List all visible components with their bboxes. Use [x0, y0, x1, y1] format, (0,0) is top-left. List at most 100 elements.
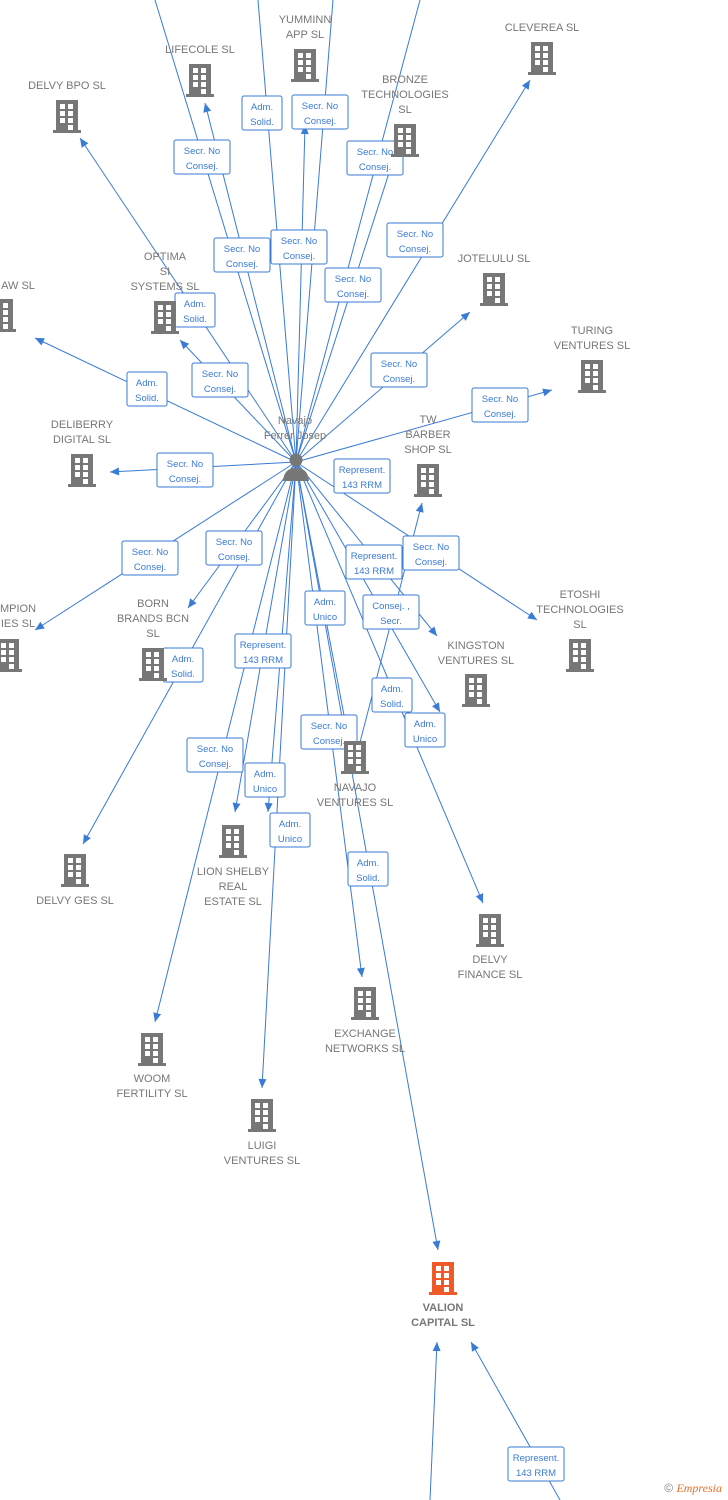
company-name: JOTELULU SL: [458, 253, 531, 265]
role-text: Secr. No: [397, 229, 433, 240]
company-name: SI: [160, 266, 170, 278]
role-text: Solid.: [356, 873, 380, 884]
building-icon: [578, 360, 606, 393]
building-icon: [351, 987, 379, 1020]
role-text: Consej.: [186, 161, 218, 172]
role-text: Adm.: [254, 769, 276, 780]
building-icon: [151, 301, 179, 334]
role-text: Solid.: [250, 117, 274, 128]
building-icon: [61, 854, 89, 887]
role-text: Secr.: [380, 616, 402, 627]
building-icon: [414, 464, 442, 497]
building-icon: [186, 64, 214, 97]
company-node[interactable]: JOTELULU SL: [458, 253, 531, 306]
role-text: Unico: [278, 834, 302, 845]
building-icon: [219, 825, 247, 858]
copyright-symbol: ©: [664, 1481, 674, 1495]
company-name: CLEVEREA SL: [505, 22, 580, 34]
building-icon: [476, 914, 504, 947]
company-name: SL: [573, 619, 586, 631]
footer-brand: © Empresia: [664, 1481, 722, 1496]
building-icon: [0, 299, 16, 332]
company-name: KINGSTON: [447, 640, 504, 652]
arrow-head-icon: [542, 388, 552, 397]
role-text: Represent.: [339, 465, 385, 476]
building-icon: [480, 273, 508, 306]
arrow-head-icon: [428, 626, 437, 636]
company-name: SL: [398, 104, 411, 116]
role-text: Secr. No: [482, 394, 518, 405]
role-text: Consej.: [399, 244, 431, 255]
role-label: Represent. 143 RRM: [333, 458, 391, 494]
building-icon: [341, 741, 369, 774]
arrow-head-icon: [460, 312, 470, 321]
company-name: BRANDS BCN: [117, 613, 189, 625]
role-text: Adm.: [357, 858, 379, 869]
role-text: Represent.: [351, 551, 397, 562]
arrow-head-icon: [300, 125, 309, 135]
role-text: Adm.: [314, 597, 336, 608]
company-name: TECHNOLOGIES: [361, 89, 448, 101]
company-node[interactable]: BORN BRANDS BCN SL: [117, 598, 189, 681]
company-name: BORN: [137, 598, 169, 610]
company-name: AW SL: [1, 280, 35, 292]
building-icon: [566, 639, 594, 672]
company-node[interactable]: DELVY BPO SL: [28, 80, 106, 133]
building-icon: [139, 648, 167, 681]
arrow-head-icon: [258, 1078, 267, 1088]
role-label: Secr. No Consej.: [386, 222, 444, 258]
company-node[interactable]: CLEVEREA SL: [505, 22, 580, 75]
role-text: Secr. No: [357, 147, 393, 158]
company-node[interactable]: DELVY GES SL: [36, 854, 114, 907]
role-text: 143 RRM: [516, 1468, 556, 1479]
building-icon: [248, 1099, 276, 1132]
role-text: Solid.: [183, 314, 207, 325]
company-node[interactable]: AW SL: [0, 280, 35, 332]
role-label: Adm.Solid.: [162, 647, 204, 683]
role-label: Adm. Solid.: [347, 851, 389, 887]
role-text: Solid.: [171, 669, 195, 680]
role-label: Represent.143 RRM: [234, 633, 292, 669]
building-icon: [0, 639, 22, 672]
relation-edge: [295, 79, 531, 463]
building-icon: [53, 100, 81, 133]
company-name: SL: [146, 628, 159, 640]
person-name: Ferrer Josep: [264, 430, 326, 442]
role-text: Consej.: [484, 409, 516, 420]
arrow-head-icon: [356, 967, 365, 977]
role-text: 143 RRM: [342, 480, 382, 491]
role-text: Secr. No: [335, 274, 371, 285]
company-node[interactable]: LIFECOLE SL: [165, 44, 235, 97]
company-name: EXCHANGE: [334, 1028, 396, 1040]
role-text: Adm.: [381, 684, 403, 695]
relation-edge: [154, 0, 297, 463]
arrow-head-icon: [527, 611, 537, 620]
building-icon: [391, 124, 419, 157]
role-text: Unico: [253, 784, 277, 795]
relation-edge: [295, 124, 306, 463]
company-name: DELVY: [472, 954, 508, 966]
company-name: TURING: [571, 325, 613, 337]
company-name: IES SL: [1, 618, 35, 630]
